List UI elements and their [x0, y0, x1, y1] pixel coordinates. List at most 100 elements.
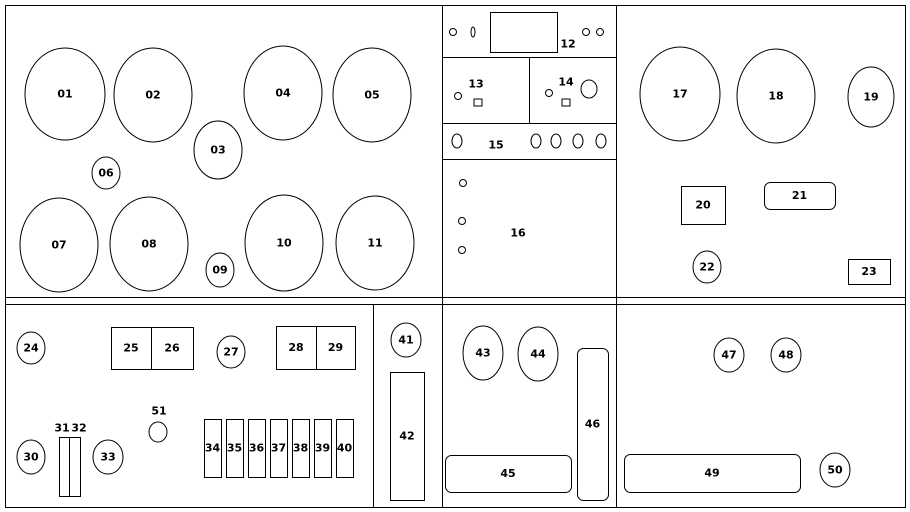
component-18-label: 18	[768, 90, 783, 103]
component-04-label: 04	[275, 87, 291, 100]
component-14-label: 14	[558, 76, 574, 89]
component-49: 49	[624, 454, 801, 493]
component-17-label: 17	[672, 88, 687, 101]
component-29-box	[316, 326, 356, 370]
component-25-box	[111, 327, 152, 370]
component-14: 14	[558, 76, 574, 89]
component-29-label: 29	[328, 341, 343, 354]
component-24-circle	[16, 331, 46, 365]
component-34: 34	[204, 419, 222, 478]
component-21: 21	[764, 182, 836, 210]
component-33: 33	[92, 439, 124, 475]
component-37: 37	[270, 419, 288, 478]
component-01-circle	[24, 47, 106, 141]
component-42-label: 42	[399, 430, 414, 443]
component-31: 31	[54, 422, 70, 497]
component-23-label: 23	[861, 265, 876, 278]
component-34-label: 34	[205, 442, 221, 455]
component-02: 02	[113, 47, 193, 143]
component-48-circle	[770, 337, 802, 373]
component-46-box	[577, 348, 609, 501]
component-27-circle	[216, 335, 246, 369]
component-15: 15	[444, 125, 617, 160]
component-40-label: 40	[337, 442, 353, 455]
component-27-label: 27	[223, 346, 238, 359]
component-30-label: 30	[23, 451, 39, 464]
component-18: 18	[736, 48, 816, 144]
component-05-label: 05	[364, 89, 379, 102]
component-01-label: 01	[57, 88, 72, 101]
component-39: 39	[314, 419, 332, 478]
component-33-circle	[92, 439, 124, 475]
component-32: 32	[69, 422, 87, 497]
component-08-circle	[109, 196, 189, 292]
component-31-label: 31	[54, 422, 69, 435]
component-33-label: 33	[100, 451, 115, 464]
component-38-label: 38	[293, 442, 308, 455]
component-02-circle	[113, 47, 193, 143]
component-20-label: 20	[695, 199, 711, 212]
component-39-box	[314, 419, 332, 478]
component-30-circle	[16, 439, 46, 475]
component-03: 03	[193, 120, 243, 180]
component-29: 29	[316, 326, 356, 370]
component-50-label: 50	[827, 464, 843, 477]
component-22-circle	[692, 250, 722, 284]
component-32-label: 32	[71, 422, 86, 435]
component-36-label: 36	[249, 442, 265, 455]
component-40: 40	[336, 419, 354, 478]
component-12-box	[490, 12, 558, 53]
component-20: 20	[681, 186, 726, 225]
component-08: 08	[109, 196, 189, 292]
component-11: 11	[335, 195, 415, 291]
component-12-label: 12	[560, 38, 575, 51]
component-04: 04	[243, 45, 323, 141]
component-43-circle	[462, 325, 504, 381]
component-15-box	[444, 125, 617, 160]
component-19-label: 19	[863, 91, 878, 104]
component-35-label: 35	[227, 442, 242, 455]
component-10-circle	[244, 194, 324, 292]
component-34-box	[204, 419, 222, 478]
component-15-label: 15	[488, 139, 503, 152]
component-51-label: 51	[151, 405, 166, 418]
component-16: 16	[510, 227, 526, 240]
component-42-box	[390, 372, 425, 501]
component-41-label: 41	[398, 334, 413, 347]
component-06-label: 06	[98, 167, 114, 180]
component-26: 26	[151, 327, 194, 370]
component-24-label: 24	[23, 342, 39, 355]
component-37-box	[270, 419, 288, 478]
component-46-label: 46	[585, 418, 601, 431]
component-18-circle	[736, 48, 816, 144]
component-36: 36	[248, 419, 266, 478]
component-21-box	[764, 182, 836, 210]
component-44-circle	[517, 326, 559, 382]
component-43-label: 43	[475, 347, 490, 360]
component-28-label: 28	[288, 341, 303, 354]
component-07-label: 07	[51, 239, 66, 252]
component-05: 05	[332, 47, 412, 143]
component-09: 09	[205, 252, 235, 288]
component-13-box	[444, 59, 530, 124]
component-22: 22	[692, 250, 722, 284]
component-45: 45	[445, 455, 572, 493]
component-28-box	[276, 326, 317, 370]
component-32-box	[69, 437, 81, 497]
terminal-marks	[449, 26, 607, 254]
component-22-label: 22	[699, 261, 714, 274]
component-11-circle	[335, 195, 415, 291]
component-49-label: 49	[704, 467, 719, 480]
component-16-label: 16	[510, 227, 526, 240]
component-38: 38	[292, 419, 310, 478]
component-03-circle	[193, 120, 243, 180]
component-45-box	[445, 455, 572, 493]
component-20-box	[681, 186, 726, 225]
component-23: 23	[848, 259, 891, 285]
component-41: 41	[390, 322, 422, 358]
component-30: 30	[16, 439, 46, 475]
component-46: 46	[577, 348, 609, 501]
component-38-box	[292, 419, 310, 478]
component-19-circle	[847, 66, 895, 128]
